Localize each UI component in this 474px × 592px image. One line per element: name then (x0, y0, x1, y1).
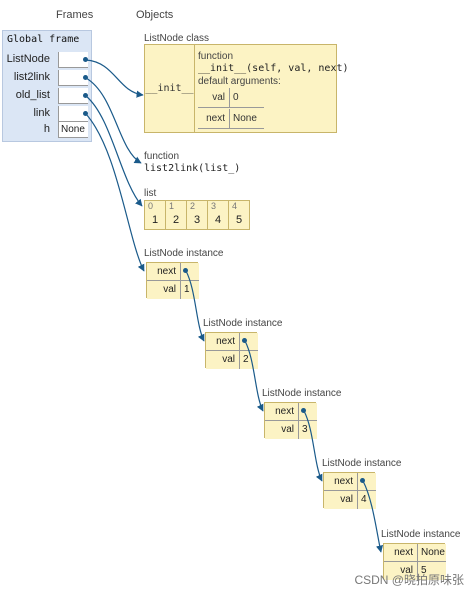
instance-val-value: 5 (418, 562, 446, 580)
var-slot-link[interactable] (58, 106, 88, 122)
instance-next-key: next (384, 544, 418, 562)
list-index: 2 (190, 201, 196, 211)
var-name-h: h (43, 123, 50, 135)
listnode-instance: next val 3 (264, 402, 317, 439)
instance-val-value: 3 (299, 421, 317, 439)
list-index: 4 (232, 201, 238, 211)
pointer-dot (83, 57, 88, 62)
pointer-dot (183, 268, 188, 273)
pointer-dot (83, 111, 88, 116)
instance-next-key: next (147, 263, 181, 281)
listnode-instance: next val 1 (146, 262, 199, 299)
var-name-link: link (33, 107, 50, 119)
var-slot-h[interactable]: None (58, 122, 88, 138)
pointer-dot (83, 75, 88, 80)
default-key-next: next (198, 109, 230, 129)
list-value: 5 (235, 214, 243, 226)
instance-next-key: next (265, 403, 299, 421)
var-name-old-list: old_list (15, 89, 50, 101)
arrow-old-list-to-list (85, 95, 143, 207)
instance-val-key: val (384, 562, 418, 580)
instance-val-key: val (206, 351, 240, 369)
pointer-dot (83, 93, 88, 98)
arrow-instance-4-to-5 (362, 480, 384, 553)
frames-header: Frames (56, 9, 94, 21)
list-label: list (144, 188, 157, 199)
default-value-val: 0 (230, 88, 264, 108)
instance-val-key: val (324, 491, 358, 509)
arrow-instance-2-to-3 (244, 340, 264, 412)
instance-val-value: 1 (181, 281, 199, 299)
listnode-instance: next val 2 (205, 332, 258, 369)
pointer-dot (301, 408, 306, 413)
listnode-class-label: ListNode class (144, 33, 210, 44)
pointer-dot (360, 478, 365, 483)
list-index: 0 (148, 201, 154, 211)
instance-next-value[interactable]: None (418, 544, 446, 562)
instance-label: ListNode instance (144, 248, 224, 259)
listnode-instance: next val 4 (323, 472, 376, 509)
arrow-listnode-to-class (85, 59, 144, 98)
default-value-next: None (230, 109, 264, 129)
list-index: 1 (169, 201, 175, 211)
global-frame-title: Global frame (7, 34, 80, 45)
listnode-instance: next None val 5 (383, 543, 446, 580)
arrow-instance-3-to-4 (303, 410, 323, 482)
list2link-function-label: function (144, 151, 180, 162)
list-index: 3 (211, 201, 217, 211)
init-method-name: __init__ (145, 45, 195, 132)
instance-val-key: val (265, 421, 299, 439)
list2link-signature: list2link(list_) (144, 163, 241, 174)
var-name-list2link: list2link (13, 71, 50, 83)
list-cell: 4 5 (228, 200, 250, 230)
arrow-link-to-instance (85, 113, 145, 272)
instance-label: ListNode instance (322, 458, 402, 469)
instance-label: ListNode instance (381, 529, 461, 540)
list-value: 3 (193, 214, 201, 226)
default-args-label: default arguments: (198, 76, 281, 87)
var-name-listnode: ListNode (6, 53, 50, 65)
var-slot-listnode[interactable] (58, 52, 88, 68)
instance-label: ListNode instance (203, 318, 283, 329)
init-signature: __init__(self, val, next) (198, 63, 349, 74)
default-key-val: val (198, 88, 230, 108)
arrow-list2link-to-function (85, 77, 142, 164)
instance-label: ListNode instance (262, 388, 342, 399)
arrow-instance-1-to-2 (185, 270, 205, 342)
var-slot-list2link[interactable] (58, 70, 88, 86)
init-function-label: function (198, 51, 234, 62)
var-slot-old-list[interactable] (58, 88, 88, 104)
instance-val-key: val (147, 281, 181, 299)
instance-next-key: next (324, 473, 358, 491)
pointer-dot (242, 338, 247, 343)
list-value: 2 (172, 214, 180, 226)
list-cell: 1 2 (165, 200, 187, 230)
instance-val-value: 2 (240, 351, 258, 369)
list-value: 4 (214, 214, 222, 226)
instance-next-key: next (206, 333, 240, 351)
list-cell: 3 4 (207, 200, 229, 230)
list-value: 1 (151, 214, 159, 226)
watermark: CSDN @晓拍原味张 (354, 573, 464, 587)
objects-header: Objects (136, 9, 174, 21)
list-cell: 2 3 (186, 200, 208, 230)
